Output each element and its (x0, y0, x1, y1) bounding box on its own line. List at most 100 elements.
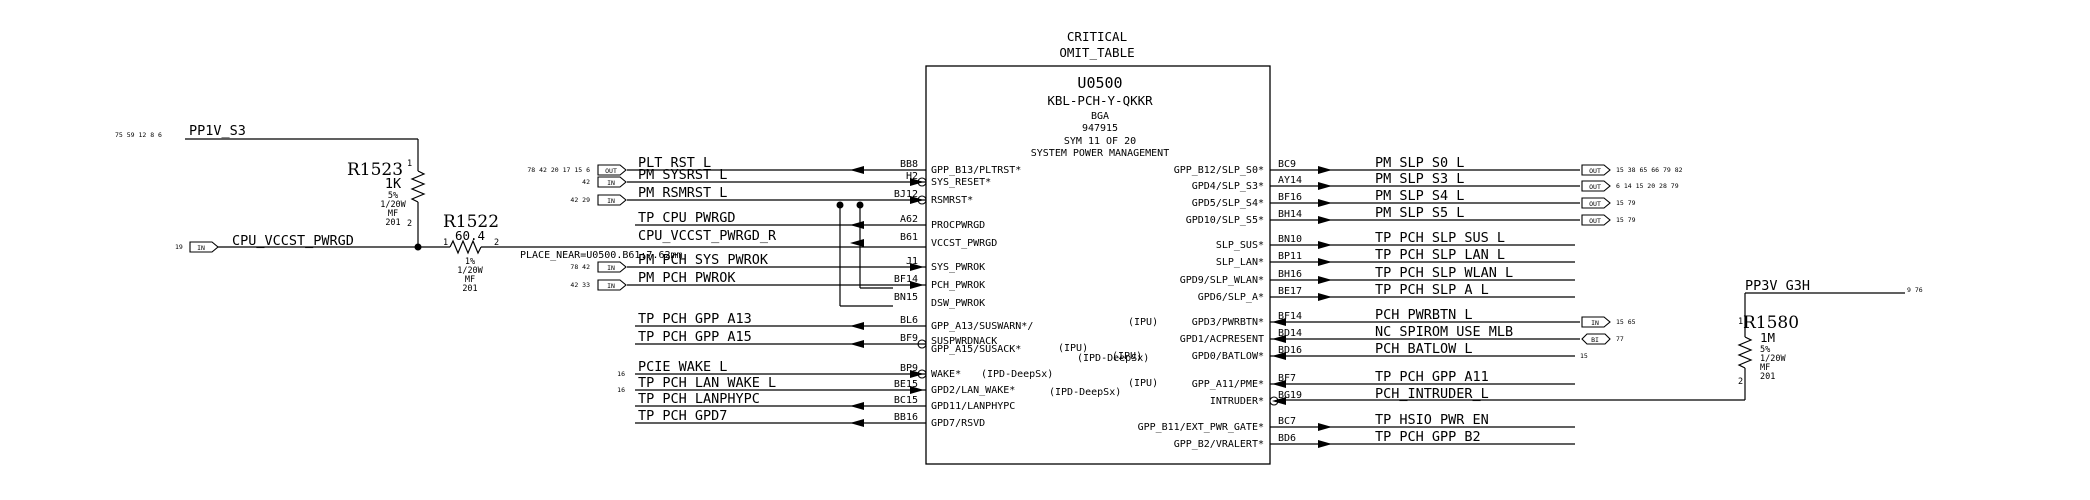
resistor-r1522: R1522 60.4 1 2 1% 1/20W MF 201 PLACE_NEA… (443, 212, 926, 294)
left-net-tp-pch-gpp-a13: TP_PCH_GPP_A13 (635, 311, 926, 330)
right-net-tp-pch-slp-wlan-l: TP_PCH_SLP_WLAN_L (1270, 265, 1575, 284)
port-in-flag (597, 261, 627, 273)
chip-pin-name-right: GPD10/SLP_S5* (1186, 215, 1264, 226)
chip-pin-name-left: DSW_PWROK (931, 298, 985, 309)
chip-pin-name-left: PCH_PWROK (931, 280, 985, 291)
net-page-refs: 16 (617, 370, 625, 378)
chip-pin-name-left: GPD11/LANPHYPC (931, 401, 1015, 412)
chip-pin-ball-right: BG19 (1278, 390, 1302, 401)
chip-pin-name-left: WAKE* (931, 369, 961, 380)
r1522-pin2: 2 (494, 238, 499, 248)
chip-right-pins: GPP_B12/SLP_S0*BC9GPD4/SLP_S3*AY14GPD5/S… (1138, 159, 1303, 450)
left-net-pcie-wake-l: PCIE_WAKE_L16 (617, 359, 926, 378)
pp3v-g3h-refs: 9 76 (1907, 286, 1923, 294)
port-flag-label: IN (1591, 319, 1599, 327)
right-net-tp-pch-gpp-b2: TP_PCH_GPP_B2 (1270, 429, 1575, 448)
net-page-refs: 15 79 (1616, 216, 1636, 224)
signal-arrow-right-icon (1318, 440, 1332, 448)
chip-pin-ball-right: AY14 (1278, 175, 1302, 186)
r1523-pin1: 1 (407, 159, 412, 169)
net-page-refs: 78 42 (570, 263, 590, 271)
signal-arrow-right-icon (1318, 182, 1332, 190)
signal-arrow-right-icon (1318, 199, 1332, 207)
net-label: TP_PCH_LAN_WAKE_L (638, 375, 776, 391)
pin-note-deepsx-a15: (IPD-DeepSx) (1077, 353, 1149, 364)
port-flag-label: OUT (1589, 167, 1601, 175)
r1522-pin1: 1 (443, 238, 448, 248)
cpu-vccst-label: CPU_VCCST_PWRGD (232, 233, 354, 249)
right-net-tp-hsio-pwr-en: TP_HSIO_PWR_EN (1270, 412, 1575, 431)
r1522-tolerance: 1% (465, 257, 475, 267)
signal-arrow-right-icon (1318, 293, 1332, 301)
chip-pin-ball-right: BF7 (1278, 373, 1296, 384)
pp3v-g3h-label: PP3V_G3H (1745, 278, 1810, 294)
left-net-tp-pch-lan-wake-l: TP_PCH_LAN_WAKE_L16 (617, 375, 926, 394)
chip-pin-ball-right: BC9 (1278, 159, 1296, 170)
pp3v-g3h-rail: PP3V_G3H 9 76 (1282, 278, 1923, 401)
port-in-flag (1581, 316, 1611, 328)
r1523-power: 1/20W (380, 200, 406, 210)
r1580-pin1: 1 (1738, 317, 1743, 327)
chip-pin-name-left: VCCST_PWRGD (931, 238, 997, 249)
chip-pin-name-right: GPD3/PWRBTN* (1192, 317, 1264, 328)
net-label: PM_SLP_S5_L (1375, 205, 1464, 221)
net-page-refs: 42 33 (570, 281, 590, 289)
r1522-power: 1/20W (457, 266, 483, 276)
net-page-refs: 15 (1580, 352, 1588, 360)
chip-pin-name-right: GPD6/SLP_A* (1198, 292, 1264, 303)
chip-pin-name-left: GPD7/RSVD (931, 418, 985, 429)
net-label: TP_PCH_GPD7 (638, 408, 727, 424)
port-flag-label: IN (607, 264, 615, 272)
net-label: TP_PCH_SLP_SUS_L (1375, 230, 1505, 246)
chip-body (925, 65, 1271, 465)
signal-arrow-right-icon (910, 386, 924, 394)
net-label: TP_PCH_GPP_B2 (1375, 429, 1481, 445)
chip-pin-ball-left: BF9 (900, 333, 918, 344)
port-out-flag (1581, 180, 1611, 192)
resistor-zigzag (449, 239, 482, 255)
r1580-ref: R1580 (1743, 313, 1799, 333)
port-out-flag (1581, 214, 1611, 226)
right-net-tp-pch-slp-a-l: TP_PCH_SLP_A_L (1270, 282, 1575, 301)
chip-pin-ball-right: BE17 (1278, 286, 1302, 297)
left-net-tp-pch-gpp-a15: TP_PCH_GPP_A15 (635, 329, 926, 348)
chip-pin-name-right: GPD4/SLP_S3* (1192, 181, 1264, 192)
chip-pin-ball-left: BB16 (894, 412, 918, 423)
pin-note-ipu-a11: (IPU) (1128, 378, 1158, 389)
port-flag-label: BI (1591, 336, 1599, 344)
chip-pin-ball-right: BD6 (1278, 433, 1296, 444)
cpu-vccst-port: IN (197, 244, 205, 252)
net-page-refs: 6 14 15 20 28 79 (1616, 182, 1679, 190)
chip-pin-ball-left: B61 (900, 232, 918, 243)
chip-pin-ball-left: BC15 (894, 395, 918, 406)
chip-pin-name-right: GPD5/SLP_S4* (1192, 198, 1264, 209)
net-label: PM_SLP_S0_L (1375, 155, 1464, 171)
chip-pin-ball-right: BH14 (1278, 209, 1302, 220)
junction-dot (856, 201, 864, 209)
chip-pin-ball-left: BE15 (894, 379, 918, 390)
chip-pin-name-right: GPD9/SLP_WLAN* (1180, 275, 1264, 286)
pp1v-s3-refs: 75 59 12 8 6 (115, 131, 162, 139)
pin-note-ipu-a15: (IPU) (1058, 343, 1088, 354)
net-page-refs: 77 (1616, 335, 1624, 343)
port-in-flag (189, 241, 219, 253)
chip-pin-name-left: PROCPWRGD (931, 220, 985, 231)
port-flag-label: OUT (1589, 200, 1601, 208)
net-page-refs: 15 79 (1616, 199, 1636, 207)
r1523-ref: R1523 (347, 160, 403, 180)
net-label: TP_CPU_PWRGD (638, 210, 736, 226)
chip-pin-ball-right: BN10 (1278, 234, 1302, 245)
chip-part-number: KBL-PCH-Y-QKKR (1047, 93, 1153, 108)
chip-u0500: U0500 KBL-PCH-Y-QKKR BGA 947915 SYM 11 O… (894, 65, 1303, 465)
chip-section-title: SYSTEM POWER MANAGEMENT (1031, 148, 1169, 159)
pp1v-s3-label: PP1V_S3 (189, 123, 246, 139)
net-label: TP_PCH_SLP_A_L (1375, 282, 1489, 298)
chip-pin-ball-left: BF14 (894, 274, 918, 285)
